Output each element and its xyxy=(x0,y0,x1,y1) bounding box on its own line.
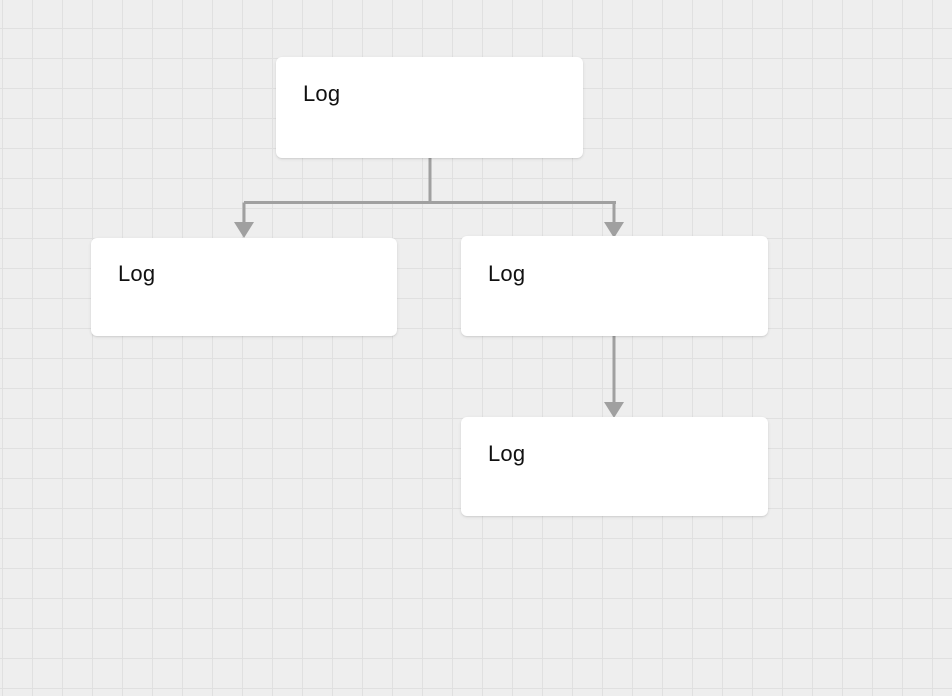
node-left-label: Log xyxy=(118,261,156,286)
arrowhead-left-icon xyxy=(234,222,254,238)
edge-root-left xyxy=(234,158,616,238)
edge-root-right xyxy=(604,202,624,238)
node-root[interactable]: Log xyxy=(276,57,583,158)
node-right[interactable]: Log xyxy=(461,236,768,336)
edge-right-bottom xyxy=(604,336,624,418)
node-left[interactable]: Log xyxy=(91,238,397,336)
node-root-label: Log xyxy=(303,81,341,106)
node-bottom-label: Log xyxy=(488,441,526,466)
node-right-label: Log xyxy=(488,261,526,286)
node-bottom[interactable]: Log xyxy=(461,417,768,516)
arrowhead-bottom-icon xyxy=(604,402,624,418)
